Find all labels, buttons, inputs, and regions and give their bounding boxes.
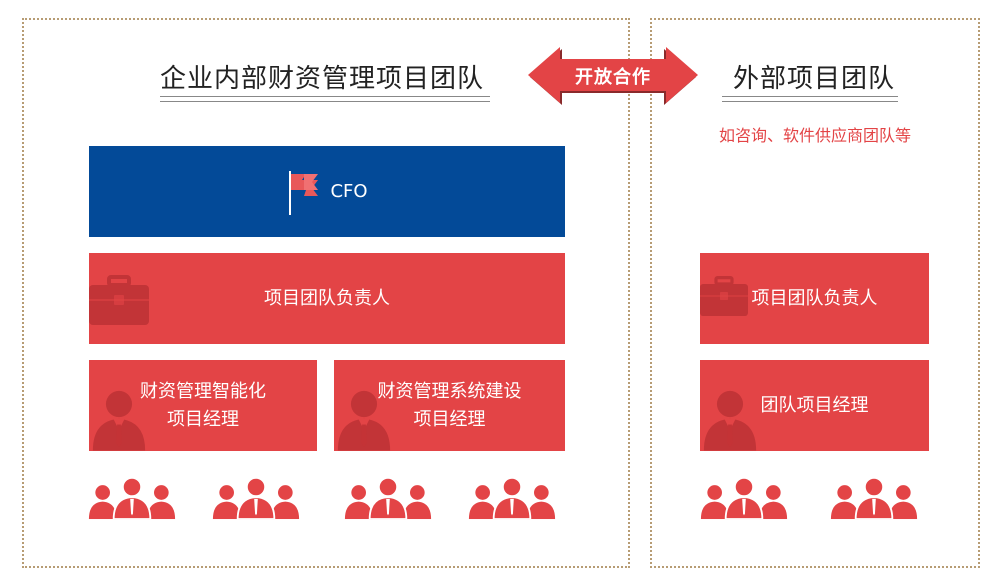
system-pm-line1: 财资管理系统建设	[377, 380, 522, 402]
system-pm-box: 财资管理系统建设 项目经理	[334, 360, 565, 451]
person-icon	[91, 384, 147, 451]
people-group-icon	[830, 476, 918, 520]
double-arrow-icon	[528, 47, 698, 105]
internal-lead-label: 项目团队负责人	[264, 287, 390, 309]
external-pm-label: 团队项目经理	[760, 394, 869, 416]
internal-lead-box: 项目团队负责人	[89, 253, 565, 344]
briefcase-icon	[700, 275, 748, 317]
external-team-title: 外部项目团队	[733, 64, 896, 94]
people-group-icon	[344, 476, 432, 520]
intelligent-pm-line2: 项目经理	[167, 408, 239, 430]
people-group-icon	[88, 476, 176, 520]
cfo-label: CFO	[330, 180, 368, 202]
person-icon	[702, 384, 758, 451]
connector-label: 开放合作	[575, 67, 651, 88]
cfo-box: CFO	[89, 146, 565, 237]
intelligent-pm-line1: 财资管理智能化	[140, 380, 266, 402]
system-pm-line2: 项目经理	[413, 408, 486, 430]
external-lead-label: 项目团队负责人	[751, 287, 878, 309]
people-group-icon	[700, 476, 788, 520]
people-group-icon	[468, 476, 556, 520]
intelligent-pm-box: 财资管理智能化 项目经理	[89, 360, 317, 451]
external-team-panel	[650, 18, 980, 568]
briefcase-icon	[89, 275, 149, 325]
internal-team-panel	[22, 18, 630, 568]
external-pm-box: 团队项目经理	[700, 360, 929, 451]
external-team-subtitle: 如咨询、软件供应商团队等	[718, 126, 911, 145]
people-group-icon	[212, 476, 300, 520]
external-title-underline	[722, 96, 898, 102]
internal-team-title: 企业内部财资管理项目团队	[160, 64, 485, 94]
internal-title-underline	[160, 96, 490, 102]
flag-icon	[289, 170, 319, 215]
external-lead-box: 项目团队负责人	[700, 253, 929, 344]
open-cooperation-connector: 开放合作	[528, 47, 698, 105]
